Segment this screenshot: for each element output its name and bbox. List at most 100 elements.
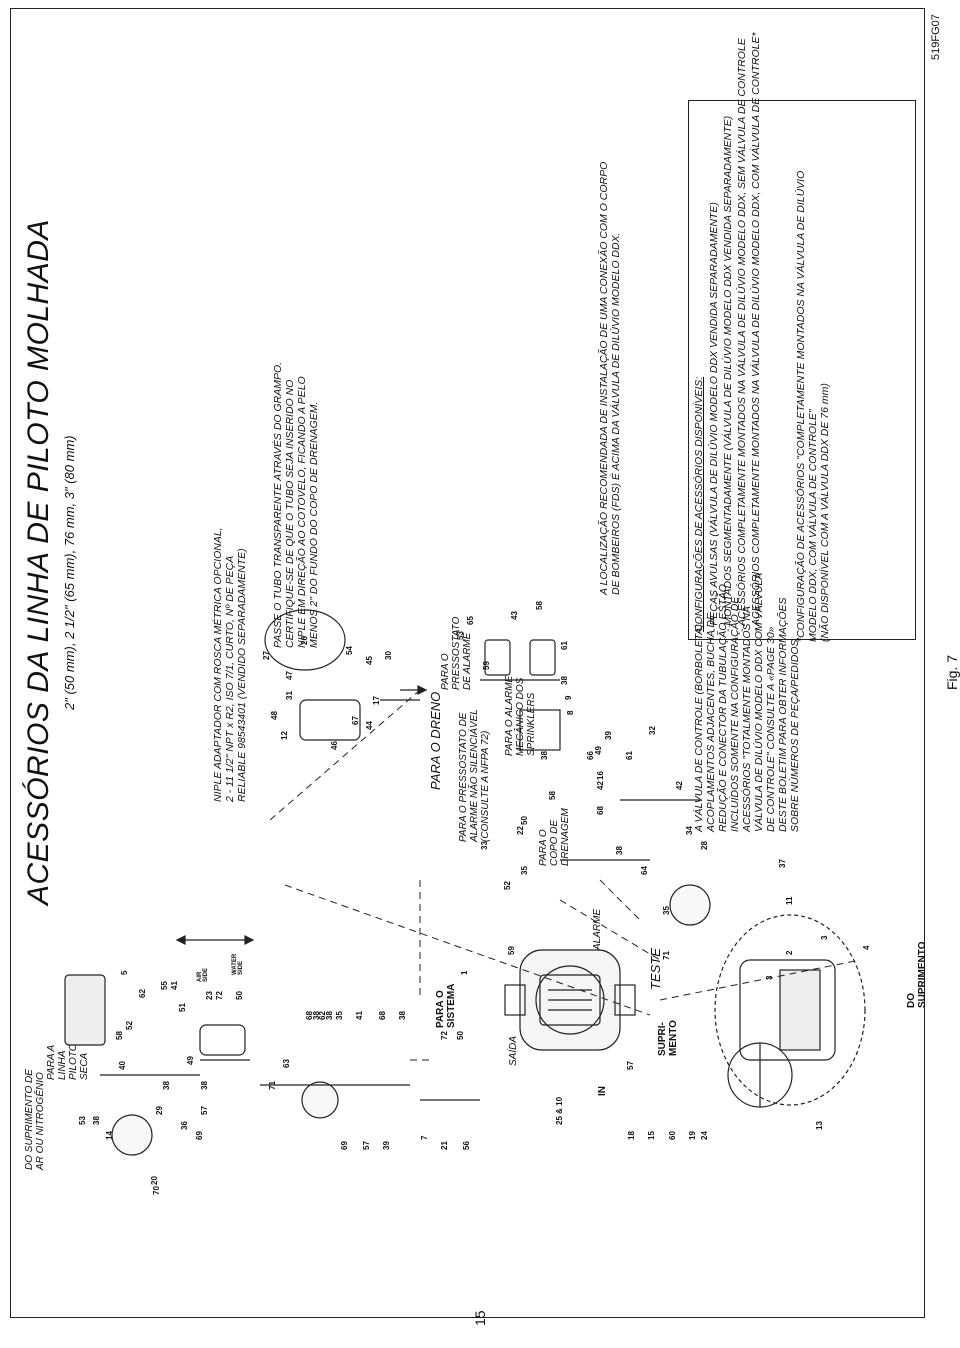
part-number-callout: 2 (785, 950, 794, 955)
part-number-callout: 49 (594, 746, 603, 755)
part-number-callout: 36 (180, 1121, 189, 1130)
part-number-callout: 5 (120, 970, 129, 975)
part-number-callout: 32 (648, 726, 657, 735)
part-number-callout: 69 (340, 1141, 349, 1150)
part-number-callout: 34 (685, 826, 694, 835)
part-number-callout: 59 (507, 946, 516, 955)
part-number-callout: 41 (170, 981, 179, 990)
part-number-callout: 41 (355, 1011, 364, 1020)
part-number-callout: 39 (382, 1141, 391, 1150)
part-number-callout: 37 (778, 859, 787, 868)
part-number-callout: 59 (482, 661, 491, 670)
part-number-callout: 4 (862, 945, 871, 950)
part-number-callout: 14 (105, 1131, 114, 1140)
pressure-regulator (199, 1024, 246, 1056)
part-number-callout: 52 (125, 1021, 134, 1030)
part-number-callout: 64 (640, 866, 649, 875)
part-number-callout: 1 (460, 970, 469, 975)
part-number-callout: 68 (596, 806, 605, 815)
deluge-valve (504, 949, 636, 1051)
part-number-callout: 62 (138, 989, 147, 998)
part-number-callout: 24 (700, 1131, 709, 1140)
part-number-callout: 54 (345, 646, 354, 655)
part-number-callout: 60 (668, 1131, 677, 1140)
part-number-callout: 61 (560, 641, 569, 650)
part-number-callout: 12 (280, 731, 289, 740)
page-frame (10, 8, 925, 1318)
part-number-callout: 52 (503, 881, 512, 890)
part-number-callout: 50 (520, 816, 529, 825)
part-number-callout: 71 (662, 951, 671, 960)
part-number-callout: 42 (596, 781, 605, 790)
part-number-callout: 27 (262, 651, 271, 660)
part-number-callout: 33 (480, 841, 489, 850)
part-number-callout: 35 (662, 906, 671, 915)
part-number-callout: 22 (516, 826, 525, 835)
part-number-callout: 23 (205, 991, 214, 1000)
part-number-callout: 45 (365, 656, 374, 665)
part-number-callout: 66 (586, 751, 595, 760)
part-number-callout: 44 (365, 721, 374, 730)
part-number-callout: 15 (647, 1131, 656, 1140)
part-number-callout: 30 (384, 651, 393, 660)
part-number-callout: 68 (378, 1011, 387, 1020)
configurations-box (688, 100, 916, 640)
part-number-callout: 57 (362, 1141, 371, 1150)
part-number-callout: 39 (604, 731, 613, 740)
alarm-pressure-switch (484, 639, 511, 676)
part-number-callout: 29 (155, 1106, 164, 1115)
part-number-callout: 63 (282, 1059, 291, 1068)
part-number-callout: 21 (440, 1141, 449, 1150)
part-number-callout: 69 (195, 1131, 204, 1140)
part-number-callout: 67 (351, 716, 360, 725)
part-number-callout: 16 (596, 771, 605, 780)
butterfly-valve (714, 914, 866, 1108)
part-number-callout: 58 (115, 1031, 124, 1040)
drain-cup (264, 609, 346, 671)
part-number-callout: 50 (235, 991, 244, 1000)
part-number-callout: 35 (520, 866, 529, 875)
part-number-callout: 7 (420, 1135, 429, 1140)
part-number-callout: 38 (162, 1081, 171, 1090)
part-number-callout: 38 (560, 676, 569, 685)
part-number-callout: 58 (548, 791, 557, 800)
part-number-callout: 20 (150, 1176, 159, 1185)
part-number-callout: 13 (815, 1121, 824, 1130)
part-number-callout: 51 (178, 1003, 187, 1012)
part-number-callout: 38 (200, 1081, 209, 1090)
part-number-callout: 72 (215, 991, 224, 1000)
part-number-callout: 38 (615, 846, 624, 855)
part-number-callout: 3 (765, 975, 774, 980)
part-number-callout: 55 (160, 981, 169, 990)
part-number-callout: 28 (700, 841, 709, 850)
gauge-icon (301, 1081, 339, 1119)
part-number-callout: 38 (92, 1116, 101, 1125)
part-number-callout: 57 (200, 1106, 209, 1115)
part-number-callout: 72 (440, 1031, 449, 1040)
part-number-callout: 46 (330, 741, 339, 750)
part-number-callout: 48 (270, 711, 279, 720)
part-number-callout: 31 (285, 691, 294, 700)
part-number-callout: 38 (325, 1011, 334, 1020)
part-number-callout: 56 (462, 1141, 471, 1150)
part-number-callout: 58 (535, 601, 544, 610)
part-number-callout: 35 (335, 1011, 344, 1020)
part-number-callout: 3 (820, 935, 829, 940)
part-number-callout: 19 (688, 1131, 697, 1140)
part-number-callout: 53 (456, 631, 465, 640)
part-number-callout: 47 (285, 671, 294, 680)
part-number-callout: 9 (564, 695, 573, 700)
gauge-icon (669, 884, 711, 926)
part-number-callout: 42 (675, 781, 684, 790)
part-number-callout: 26 (300, 636, 309, 645)
gauge-icon (111, 1114, 153, 1156)
pilot-actuator (64, 974, 106, 1046)
part-number-callout: 38 (398, 1011, 407, 1020)
part-number-callout: 49 (186, 1056, 195, 1065)
part-number-callout: 25 & 10 (555, 1096, 564, 1125)
part-number-callout: 18 (627, 1131, 636, 1140)
part-number-callout: 70 (152, 1186, 161, 1195)
part-number-callout: 53 (78, 1116, 87, 1125)
part-number-callout: 65 (466, 616, 475, 625)
